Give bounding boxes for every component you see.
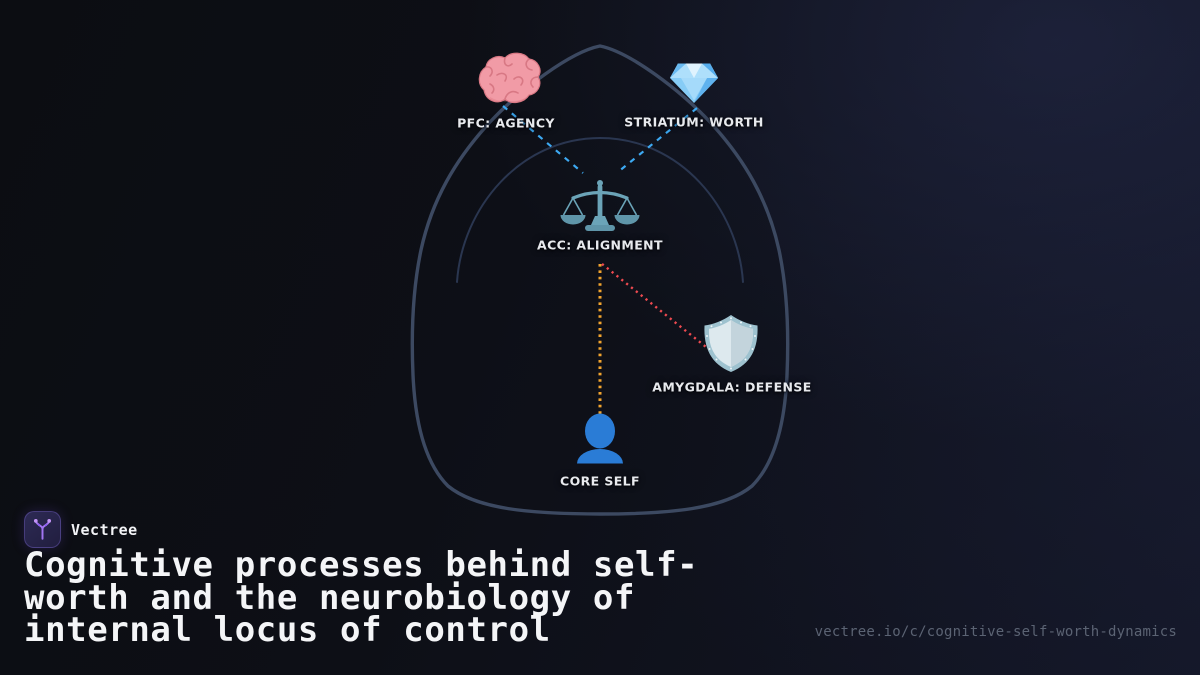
node-label-amygdala: AMYGDALA: DEFENSE	[652, 379, 812, 395]
node-label-coreself: CORE SELF	[560, 473, 640, 489]
title-line-2: worth and the neurobiology of	[24, 577, 636, 618]
vectree-branch-icon	[33, 519, 52, 540]
person-icon	[577, 413, 623, 464]
brand-lockup: Vectree	[24, 511, 138, 548]
inner-dome-arc	[456, 136, 744, 283]
scales-icon	[560, 180, 640, 231]
edge-striatum-acc	[617, 107, 698, 173]
node-label-acc: ACC: ALIGNMENT	[537, 237, 663, 253]
brand-name: Vectree	[71, 520, 138, 539]
brain-icon	[478, 52, 541, 104]
title-line-1: Cognitive processes behind self-	[24, 545, 699, 585]
node-label-striatum: STRIATUM: WORTH	[624, 114, 764, 130]
gem-icon	[670, 63, 718, 103]
shield-icon	[704, 315, 758, 372]
vectree-logo	[24, 511, 61, 548]
head-outline	[410, 44, 790, 516]
footer-url: vectree.io/c/cognitive-self-worth-dynami…	[814, 624, 1177, 640]
title-line-3: internal locus of control	[24, 610, 551, 650]
node-label-pfc: PFC: AGENCY	[457, 115, 555, 131]
page-title: Cognitive processes behind self- worth a…	[24, 545, 764, 650]
edge-acc-amygdala	[601, 263, 712, 352]
